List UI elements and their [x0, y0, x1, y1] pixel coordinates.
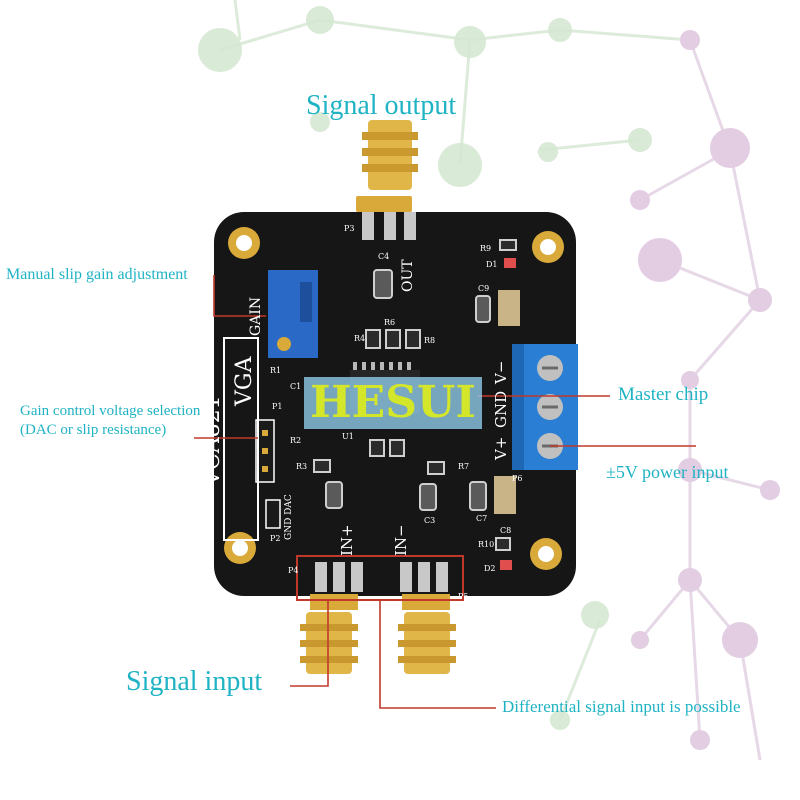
label-signal-input: Signal input	[126, 666, 263, 697]
power-terminal-block	[512, 344, 578, 470]
ref-r8: R8	[424, 336, 436, 345]
label-manual-gain: Manual slip gain adjustment	[6, 266, 188, 283]
smd-components	[255, 239, 520, 570]
ref-c9: C9	[478, 284, 490, 293]
sma-output-connector	[356, 120, 418, 240]
ref-c4: C4	[378, 252, 390, 261]
ref-r4: R4	[354, 334, 366, 343]
sma-input-plus-connector	[300, 562, 363, 674]
gain-potentiometer	[268, 270, 318, 358]
label-differential: Differential signal input is possible	[502, 697, 741, 716]
ref-p1: P1	[272, 402, 283, 411]
pcb-label-vplus: V+	[492, 436, 510, 460]
pcb-label-in-minus: IN−	[392, 524, 410, 556]
ref-r10: R10	[478, 540, 495, 549]
ref-d1: D1	[486, 260, 498, 269]
label-master-chip: Master chip	[618, 384, 709, 405]
label-gain-select-line2: (DAC or slip resistance)	[20, 422, 167, 438]
molecule-background-pink-nodes	[630, 30, 780, 750]
sma-input-minus-connector	[398, 562, 456, 674]
pcb-label-gnd: GND	[492, 390, 510, 428]
ref-c7: C7	[476, 514, 488, 523]
pcb-label-gnd-dac: GND DAC	[284, 494, 294, 540]
ref-r2: R2	[290, 436, 302, 445]
ref-u1: U1	[342, 432, 354, 441]
ref-r3: R3	[296, 462, 308, 471]
ref-d2: D2	[484, 564, 496, 573]
ref-r6: R6	[384, 318, 396, 327]
label-gain-select-line1: Gain control voltage selection	[20, 403, 201, 419]
label-power-input: ±5V power input	[606, 462, 729, 482]
ref-c1: C1	[290, 382, 302, 391]
ref-p6: P6	[512, 474, 523, 483]
ref-p2: P2	[270, 534, 281, 543]
watermark: HESUI	[304, 377, 482, 429]
pcb-label-in-plus: IN+	[338, 524, 356, 556]
model-frame	[223, 337, 259, 541]
mounting-holes	[224, 227, 564, 570]
ref-r9: R9	[480, 244, 492, 253]
pcb-label-out: OUT	[400, 259, 416, 292]
label-signal-output: Signal output	[306, 90, 457, 121]
ref-r7: R7	[458, 462, 470, 471]
ref-p3: P3	[344, 224, 355, 233]
pcb-label-model: VCA821	[200, 395, 225, 486]
molecule-background-nodes	[198, 6, 652, 730]
ref-c8: C8	[500, 526, 512, 535]
ref-c3: C3	[424, 516, 436, 525]
pcb-label-type: VGA	[232, 356, 257, 406]
pcb-label-vminus: V−	[492, 360, 510, 384]
ref-p5: P5	[458, 592, 469, 601]
pointer-lines	[194, 275, 696, 709]
pcb-label-gain: GAIN	[248, 296, 264, 336]
ref-r1: R1	[270, 366, 282, 375]
ref-p4: P4	[288, 566, 299, 575]
